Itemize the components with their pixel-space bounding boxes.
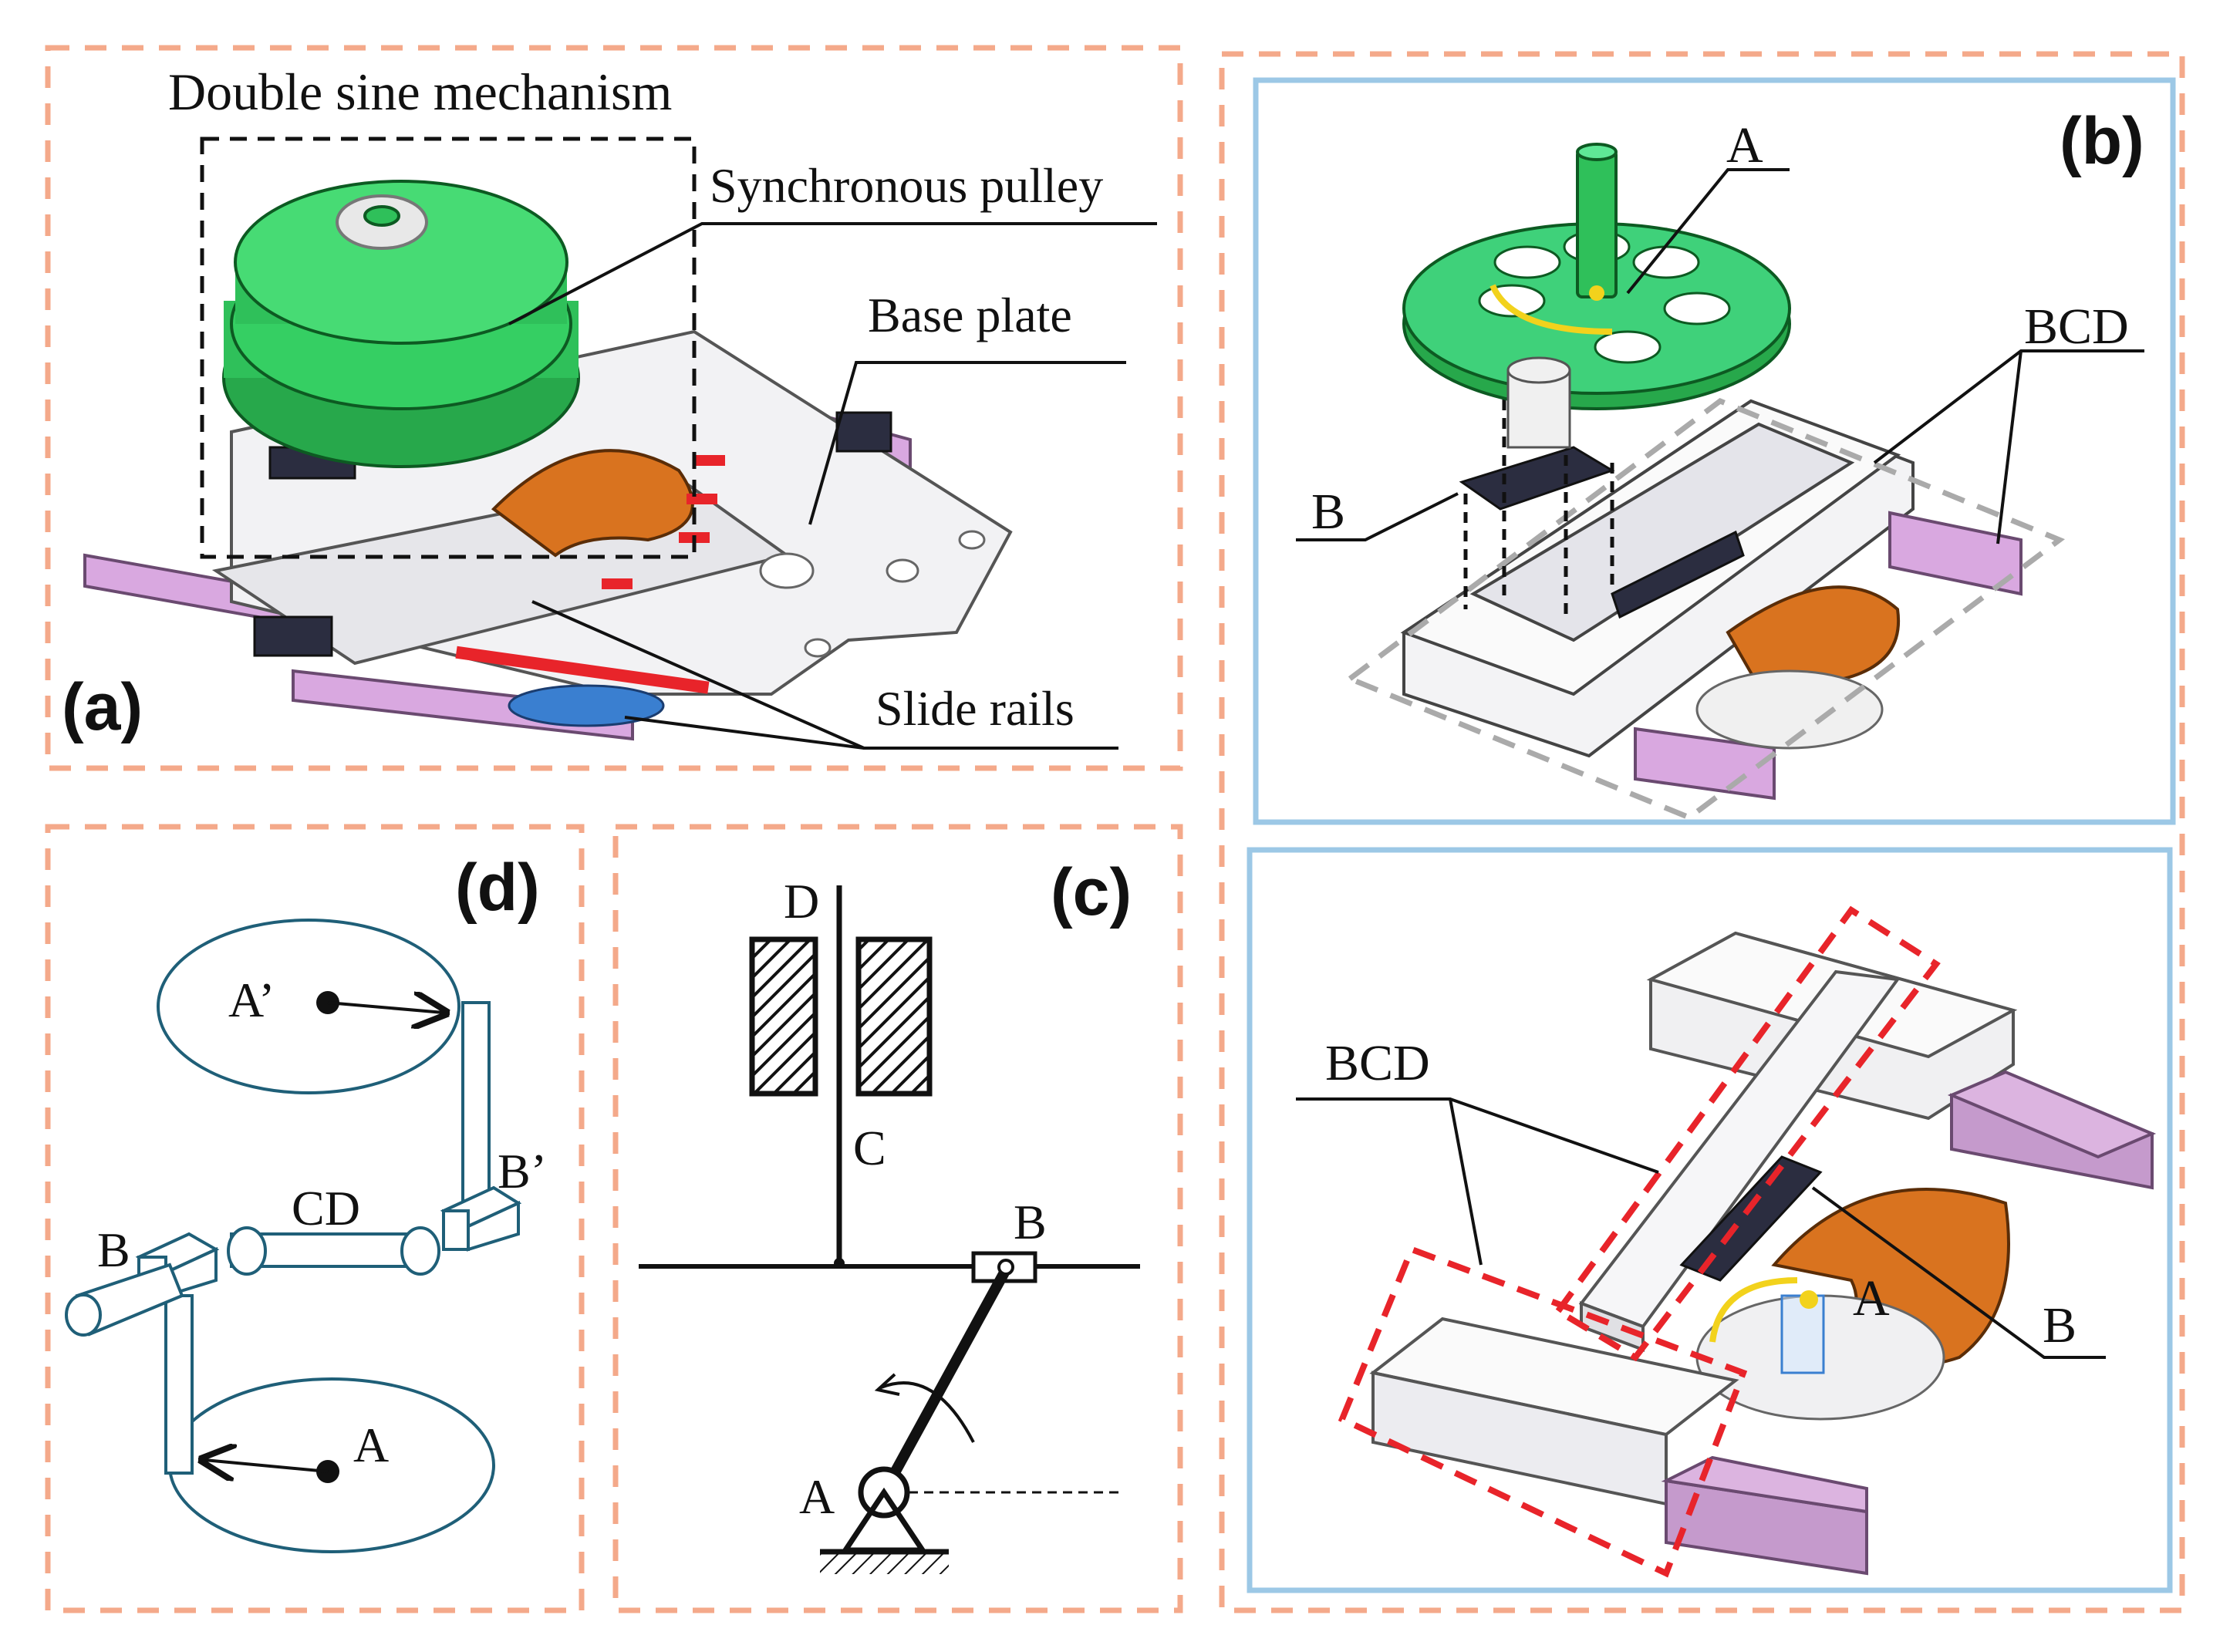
double-sine-box bbox=[200, 137, 697, 559]
d-arrow-upper bbox=[327, 1003, 444, 1013]
base-plate-label: Base plate bbox=[868, 288, 1072, 342]
synchronous-pulley-label: Synchronous pulley bbox=[710, 158, 1103, 213]
panel-borders bbox=[45, 45, 2185, 1613]
b-cam-base bbox=[1695, 669, 1884, 750]
panel-b-top: A BCD B (b) bbox=[1296, 104, 2144, 821]
panel-c-tag: (c) bbox=[1051, 855, 1132, 929]
panel-b-bottom: BCD A B bbox=[1296, 905, 2157, 1578]
panel-b2-leaders bbox=[1296, 1097, 2106, 1359]
panel-b-frames bbox=[1247, 77, 2176, 1593]
c-ground-hatch bbox=[820, 1554, 949, 1574]
slide-rails-label: Slide rails bbox=[875, 681, 1075, 736]
d-arrow-lower bbox=[204, 1460, 329, 1472]
b2-label-a: A bbox=[1853, 1270, 1890, 1327]
c-guide-right bbox=[855, 936, 933, 1097]
double-sine-title: Double sine mechanism bbox=[168, 62, 672, 121]
d-label-b: B bbox=[97, 1222, 130, 1277]
synchronous-pulley bbox=[222, 180, 580, 468]
c-guide-left bbox=[749, 936, 818, 1097]
b-label-bcd: BCD bbox=[2024, 298, 2129, 355]
c-joint bbox=[834, 1258, 845, 1269]
panel-a-leaders bbox=[508, 222, 1157, 750]
panel-a: Double sine mechanism Synchronous pulley… bbox=[62, 62, 1157, 750]
b2-bcd-dashed-regions bbox=[1338, 905, 1941, 1578]
panel-c bbox=[639, 885, 1140, 1574]
c-label-c: C bbox=[853, 1121, 886, 1175]
d-label-b-prime: B’ bbox=[498, 1144, 547, 1199]
c-rotation-arrowhead bbox=[874, 1373, 900, 1396]
c-label-a: A bbox=[799, 1469, 835, 1524]
c-crank bbox=[879, 1269, 1010, 1495]
panel-b-tag: (b) bbox=[2060, 104, 2144, 178]
d-label-cd: CD bbox=[292, 1181, 360, 1236]
b-label-b: B bbox=[1311, 484, 1345, 540]
b2-slider-bar bbox=[1578, 969, 1901, 1352]
b-slide-rails bbox=[1634, 511, 2023, 801]
d-rod-left bbox=[65, 1263, 184, 1337]
c-rotation-arrow bbox=[879, 1381, 975, 1443]
b2-label-b: B bbox=[2043, 1297, 2076, 1354]
d-slider-b-prime bbox=[440, 1185, 522, 1252]
panel-d bbox=[65, 919, 522, 1553]
panel-b-leaders bbox=[1296, 168, 2144, 544]
blue-bottom-disc bbox=[508, 684, 665, 727]
b-green-disk bbox=[1402, 143, 1791, 410]
b-label-a: A bbox=[1726, 117, 1763, 174]
b2-front-block bbox=[1369, 1317, 1868, 1576]
panel-d-border bbox=[45, 824, 585, 1613]
base-plate-holes bbox=[759, 530, 986, 658]
b-point-a-dot bbox=[1589, 285, 1604, 301]
c-label-d: D bbox=[784, 874, 819, 929]
panel-a-border bbox=[45, 45, 1183, 771]
b2-label-bcd: BCD bbox=[1325, 1035, 1430, 1091]
d-label-a: A bbox=[353, 1418, 389, 1472]
d-bar-lower bbox=[164, 1294, 194, 1475]
d-upper-circle bbox=[157, 919, 461, 1094]
panel-c-border bbox=[612, 824, 1183, 1613]
d-bar-upper bbox=[461, 1001, 491, 1205]
d-rod-joints bbox=[227, 1226, 440, 1276]
b-bcd-dashed-region bbox=[1344, 398, 2066, 821]
b2-pin bbox=[1780, 1294, 1825, 1374]
b2-yellow-arrow bbox=[1709, 1277, 1798, 1343]
panel-d-tag: (d) bbox=[455, 851, 540, 925]
b-bearing bbox=[1506, 356, 1571, 449]
b-yellow-arrow bbox=[1489, 284, 1613, 335]
d-label-a-prime: A’ bbox=[228, 973, 275, 1027]
b2-dark-slider bbox=[1679, 1155, 1823, 1282]
panel-b-bottom-frame bbox=[1247, 847, 2173, 1593]
b2-point-a-dot bbox=[1800, 1290, 1818, 1309]
c-label-b: B bbox=[1014, 1195, 1047, 1249]
panel-a-tag: (a) bbox=[62, 670, 143, 744]
panel-b-top-frame bbox=[1253, 77, 2176, 825]
